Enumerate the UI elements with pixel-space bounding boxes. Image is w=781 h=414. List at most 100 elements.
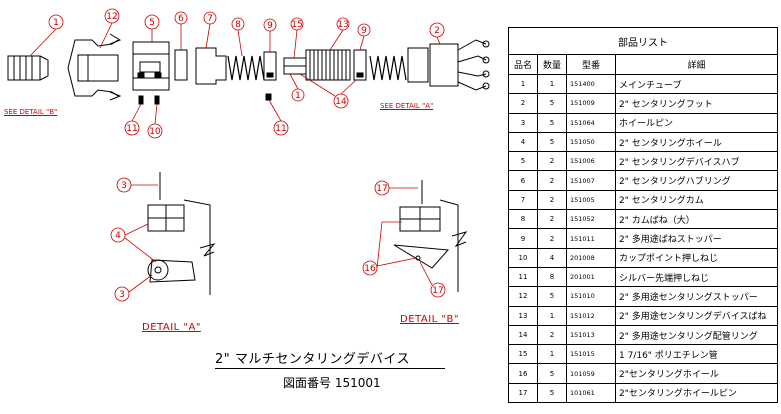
row-part-number: 151064 xyxy=(566,112,616,133)
header-part-number: 型番 xyxy=(566,54,616,75)
row-detail: シルバー先端押しねじ xyxy=(615,266,778,288)
row-detail: 2" 多用途センタリングストッパー xyxy=(615,286,778,307)
callout-4: 4 xyxy=(115,231,121,241)
see-detail-a-label: SEE DETAIL "A" xyxy=(380,102,434,110)
centering-stopper-part xyxy=(67,33,122,101)
row-qty: 2 xyxy=(537,170,567,191)
row-detail: 2" 多用途ばねストッパー xyxy=(615,228,778,249)
row-item: 12 xyxy=(508,286,538,307)
row-detail: 2"センタリングホイール xyxy=(615,363,778,384)
drawing-title: 2" マルチセンタリングデバイス xyxy=(215,348,445,369)
callout-9b: 9 xyxy=(361,26,367,36)
row-part-number: 151400 xyxy=(566,73,616,95)
row-detail: 2" センタリングフット xyxy=(615,93,778,114)
callout-7: 7 xyxy=(207,14,213,24)
row-qty: 2 xyxy=(537,228,567,249)
row-item: 13 xyxy=(508,305,538,326)
row-detail: 2"センタリングホイールピン xyxy=(615,382,778,404)
row-qty: 1 xyxy=(537,305,567,326)
row-part-number: 151005 xyxy=(566,189,616,211)
callout-17b: 17 xyxy=(432,286,443,296)
callout-6: 6 xyxy=(178,14,184,24)
row-qty: 4 xyxy=(537,247,567,268)
assembly-drawing: 1 12 5 6 7 8 9 15 13 9 2 1 14 11 10 11 3… xyxy=(7,8,490,302)
header-qty: 数量 xyxy=(537,54,567,75)
row-qty: 1 xyxy=(537,344,567,365)
callout-10: 10 xyxy=(149,127,161,137)
callout-3: 3 xyxy=(121,181,127,191)
callout-8: 8 xyxy=(235,20,241,30)
row-qty: 5 xyxy=(537,131,567,153)
device-hub-part xyxy=(132,41,170,91)
callout-13: 13 xyxy=(337,20,348,30)
callout-15: 15 xyxy=(291,20,302,30)
callout-12: 12 xyxy=(106,12,117,22)
row-part-number: 151013 xyxy=(566,324,616,346)
row-part-number: 151050 xyxy=(566,131,616,153)
callout-1b: 1 xyxy=(295,91,301,101)
row-item: 5 xyxy=(508,151,538,172)
row-part-number: 151052 xyxy=(566,209,616,230)
header-item: 品名 xyxy=(508,54,538,75)
row-qty: 5 xyxy=(537,112,567,133)
row-detail: 2" カムばね（大） xyxy=(615,209,778,230)
row-detail: 2" センタリングカム xyxy=(615,189,778,211)
callout-11: 11 xyxy=(126,124,137,134)
row-item: 6 xyxy=(508,170,538,191)
callout-17: 17 xyxy=(376,184,387,194)
parts-list-title: 部品リスト xyxy=(508,27,778,55)
header-detail: 詳細 xyxy=(615,54,778,75)
row-qty: 2 xyxy=(537,209,567,230)
row-item: 15 xyxy=(508,344,538,365)
row-detail: 2" センタリングデバイスハブ xyxy=(615,151,778,172)
row-qty: 5 xyxy=(537,93,567,114)
row-part-number: 201001 xyxy=(566,266,616,288)
row-item: 4 xyxy=(508,131,538,153)
row-part-number: 151007 xyxy=(566,170,616,191)
see-detail-b-label: SEE DETAIL "B" xyxy=(4,108,58,116)
row-part-number: 151011 xyxy=(566,228,616,249)
detail-b-label: DETAIL "B" xyxy=(400,314,459,325)
detail-a-label: DETAIL "A" xyxy=(142,322,201,333)
row-detail: 2" 多用途センタリングデバイスばね xyxy=(615,305,778,326)
row-detail: メインチューブ xyxy=(615,73,778,95)
row-part-number: 101061 xyxy=(566,382,616,404)
row-qty: 8 xyxy=(537,266,567,288)
callout-3b: 3 xyxy=(119,290,125,300)
drawing-number: 図面番号 151001 xyxy=(283,376,381,390)
row-detail: 2" センタリングハブリング xyxy=(615,170,778,191)
main-tube-left-end xyxy=(7,55,49,81)
callout-1: 1 xyxy=(53,18,59,28)
row-part-number: 101059 xyxy=(566,363,616,384)
row-item: 8 xyxy=(508,209,538,230)
row-detail: ホイールピン xyxy=(615,112,778,133)
row-part-number: 151010 xyxy=(566,286,616,307)
row-qty: 5 xyxy=(537,363,567,384)
row-item: 7 xyxy=(508,189,538,211)
row-item: 9 xyxy=(508,228,538,249)
row-item: 16 xyxy=(508,363,538,384)
row-item: 10 xyxy=(508,247,538,268)
detail-a-view xyxy=(147,172,216,295)
row-detail: 1 7/16" ポリエチレン管 xyxy=(615,344,778,365)
callout-16: 16 xyxy=(364,264,376,274)
row-part-number: 151009 xyxy=(566,93,616,114)
